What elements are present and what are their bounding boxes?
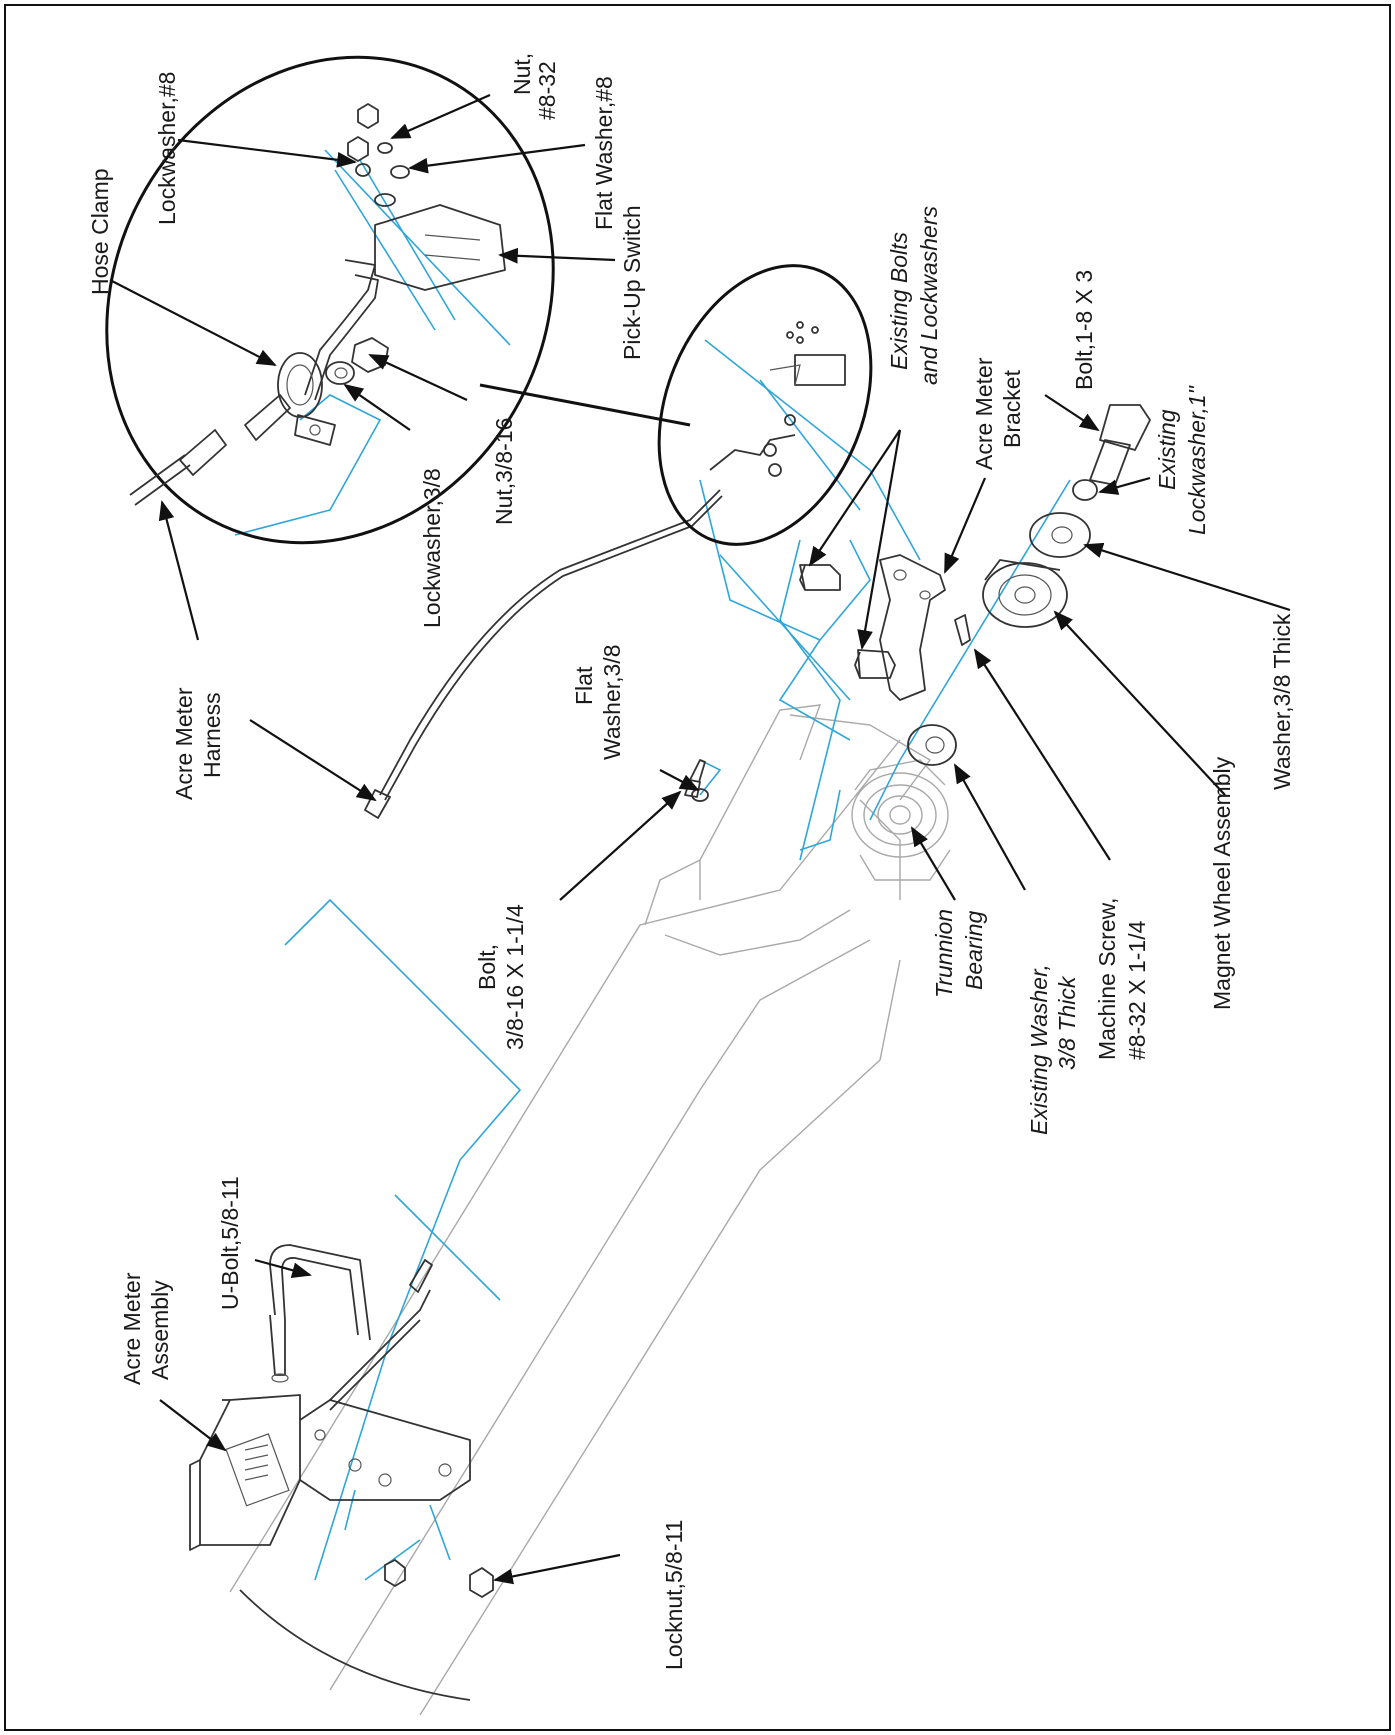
label-u-bolt: U-Bolt,5/8-11 [217, 1176, 243, 1310]
label-hose-clamp: Hose Clamp [87, 168, 113, 295]
label-nut-8-32-line1: Nut, [509, 53, 535, 95]
label-magnet-wheel-assembly: Magnet Wheel Assembly [1209, 756, 1235, 1010]
label-nut-8-32-line2: #8-32 [534, 61, 560, 120]
label-bolt-1-8-x-3: Bolt,1-8 X 3 [1071, 270, 1097, 390]
existing-bolt-lower [854, 649, 896, 679]
label-machine-screw-line1: Machine Screw, [1094, 898, 1120, 1060]
detail-callout-line [479, 383, 691, 427]
small-pickup-switch [657, 264, 873, 546]
label-existing-lockwasher-line1: Existing [1154, 409, 1180, 490]
u-bolt [269, 1244, 371, 1383]
label-pickup-switch: Pick-Up Switch [619, 205, 645, 360]
leader-arrows [109, 93, 1291, 1585]
label-existing-lockwasher-line2: Lockwasher,1" [1184, 384, 1210, 535]
part-labels: Hose Clamp Lockwasher,#8 Nut, #8-32 Flat… [87, 53, 1295, 1670]
flat-washer-3-8 [691, 788, 709, 802]
label-flat-washer-8: Flat Washer,#8 [591, 76, 617, 230]
label-existing-bolts-line1: Existing Bolts [886, 231, 912, 370]
label-locknut: Locknut,5/8-11 [661, 1520, 687, 1670]
acre-meter-bracket [879, 554, 946, 701]
existing-lockwasher-1 [1072, 479, 1098, 501]
label-acre-meter-assembly-line2: Assembly [147, 1280, 173, 1380]
label-acre-meter-bracket-line1: Acre Meter [971, 357, 997, 470]
centerlines [234, 149, 1071, 1581]
label-existing-bolts-line2: and Lockwashers [916, 206, 942, 385]
label-flat-washer-3-8-line2: Washer,3/8 [599, 645, 625, 760]
existing-bolt-upper [799, 564, 841, 591]
label-washer-3-8-thick: Washer,3/8 Thick [1269, 613, 1295, 790]
bolt-1-8-x-3 [1089, 404, 1151, 486]
label-lockwasher-3-8: Lockwasher,3/8 [419, 468, 445, 628]
locknut-left [384, 1559, 406, 1587]
drawing-border [4, 4, 1391, 1731]
acre-meter-assembly [189, 1394, 471, 1701]
label-acre-meter-harness-line2: Harness [199, 692, 225, 778]
label-trunnion-bearing-line2: Bearing [961, 911, 987, 990]
locknut-right [469, 1567, 494, 1598]
beam-frame [229, 704, 932, 1716]
label-acre-meter-bracket-line2: Bracket [999, 369, 1025, 448]
label-bolt-3-8-line1: Bolt, [474, 944, 500, 990]
label-acre-meter-harness-line1: Acre Meter [171, 687, 197, 800]
magnet-wheel-assembly [982, 559, 1068, 628]
washer-3-8-thick [1029, 512, 1091, 558]
label-machine-screw-line2: #8-32 X 1-1/4 [1124, 920, 1150, 1060]
label-existing-washer-line2: 3/8 Thick [1054, 975, 1080, 1070]
label-flat-washer-3-8-line1: Flat [571, 666, 597, 705]
label-lockwasher-8: Lockwasher,#8 [154, 72, 180, 225]
label-trunnion-bearing-line1: Trunnion [931, 909, 957, 998]
trunnion-bearing [851, 759, 951, 881]
label-nut-3-8-16: Nut,3/8-16 [491, 418, 517, 525]
existing-washer [907, 724, 957, 766]
machine-screw [954, 614, 971, 646]
label-acre-meter-assembly-line1: Acre Meter [119, 1272, 145, 1385]
label-existing-washer-line1: Existing Washer, [1026, 964, 1052, 1135]
label-bolt-3-8-line2: 3/8-16 X 1-1/4 [502, 904, 528, 1050]
